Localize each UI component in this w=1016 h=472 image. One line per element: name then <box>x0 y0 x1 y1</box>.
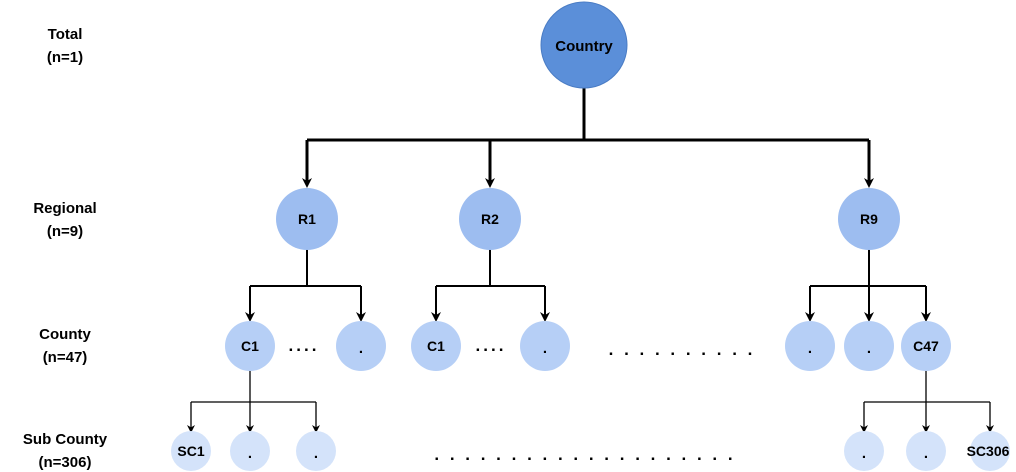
node-r9-c47: C47 <box>901 321 951 371</box>
node-country-label: Country <box>555 38 613 55</box>
connectors-regions-counties <box>245 249 931 322</box>
node-sc-b: . <box>296 431 336 471</box>
node-r2-c-more-label: . <box>543 340 547 357</box>
node-r9-c47-label: C47 <box>913 338 939 354</box>
level-labels: Total (n=1) Regional (n=9) County (n=47)… <box>23 26 108 471</box>
node-r2-c1-label: C1 <box>427 338 445 354</box>
level-label-regional: Regional <box>33 200 96 217</box>
node-sc1-label: SC1 <box>177 443 204 459</box>
node-r2-c1: C1 <box>411 321 461 371</box>
node-r2-c-more: . <box>520 321 570 371</box>
node-sc306: SC306 <box>967 431 1010 471</box>
node-sc306-label: SC306 <box>967 443 1010 459</box>
node-r9: R9 <box>838 188 900 250</box>
level-label-county: County <box>39 326 91 343</box>
node-r9-c-b: . <box>844 321 894 371</box>
node-r9-c-b-label: . <box>867 340 871 357</box>
subcounty-gap-ellipsis: . . . . . . . . . . . . . . . . . . . . <box>434 445 735 464</box>
level-count-subcounty: (n=306) <box>39 454 92 471</box>
node-sc-a: . <box>230 431 270 471</box>
node-sc1: SC1 <box>171 431 211 471</box>
node-r1: R1 <box>276 188 338 250</box>
county-ellipsis-r2: .... <box>476 336 507 355</box>
node-country: Country <box>540 1 628 89</box>
level-count-county: (n=47) <box>43 349 88 366</box>
node-r9-c-a: . <box>785 321 835 371</box>
node-sc-d-label: . <box>924 445 928 462</box>
node-r2: R2 <box>459 188 521 250</box>
county-ellipsis-r1: .... <box>289 336 320 355</box>
level-label-total: Total <box>48 26 83 43</box>
connectors-country-regions <box>302 88 874 188</box>
node-r1-c1-label: C1 <box>241 338 259 354</box>
node-r9-label: R9 <box>860 211 878 227</box>
node-r9-c-a-label: . <box>808 340 812 357</box>
level-count-total: (n=1) <box>47 49 83 66</box>
node-sc-c: . <box>844 431 884 471</box>
node-r1-c1: C1 <box>225 321 275 371</box>
node-r1-c-more: . <box>336 321 386 371</box>
connectors-counties-subcounties <box>187 371 994 433</box>
node-r1-label: R1 <box>298 211 316 227</box>
level-count-regional: (n=9) <box>47 223 83 240</box>
node-sc-a-label: . <box>248 445 252 462</box>
node-sc-b-label: . <box>314 445 318 462</box>
node-sc-c-label: . <box>862 445 866 462</box>
node-r1-c-more-label: . <box>359 340 363 357</box>
node-r2-label: R2 <box>481 211 499 227</box>
level-label-subcounty: Sub County <box>23 431 108 448</box>
county-gap-ellipsis: . . . . . . . . . . <box>609 340 756 359</box>
node-sc-d: . <box>906 431 946 471</box>
